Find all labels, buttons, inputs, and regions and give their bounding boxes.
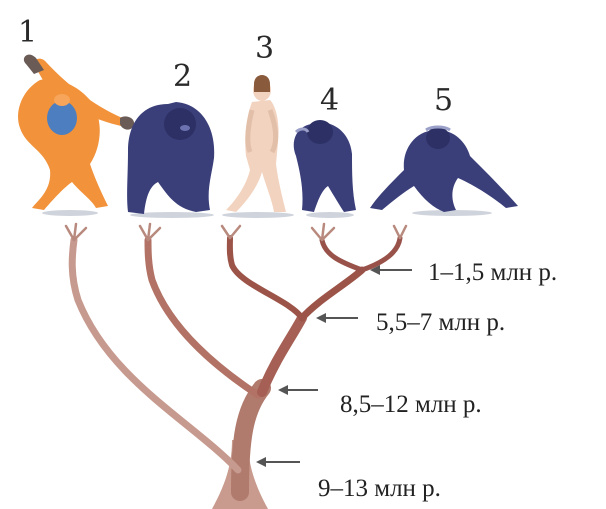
species-number-5: 5	[434, 83, 453, 118]
orangutan-icon	[18, 55, 134, 210]
human-icon	[226, 75, 286, 212]
phylogenetic-tree	[66, 224, 406, 509]
branch-tips	[66, 224, 406, 240]
bonobo-icon	[370, 127, 518, 212]
branch-hominini	[262, 318, 302, 392]
divergence-label-2: 5,5–7 млн р.	[376, 309, 505, 336]
arrow-icon	[278, 385, 318, 395]
branch-orangutan	[72, 240, 238, 470]
branch-pan	[302, 270, 362, 318]
divergence-label-4: 9–13 млн р.	[318, 475, 441, 502]
arrow-icon	[316, 313, 358, 323]
divergence-label-1: 1–1,5 млн р.	[428, 259, 557, 286]
species-number-4: 4	[320, 83, 339, 118]
ground-shadows	[42, 210, 492, 218]
branch-chimpanzee	[322, 240, 362, 270]
branch-human	[230, 238, 302, 318]
branch-gorilla	[148, 240, 258, 395]
arrow-icon	[256, 457, 300, 467]
divergence-label-3: 8,5–12 млн р.	[340, 391, 482, 418]
species-number-2: 2	[173, 59, 192, 94]
species-number-3: 3	[255, 31, 274, 66]
species-number-1: 1	[18, 15, 37, 50]
divergence-labels: 1–1,5 млн р. 5,5–7 млн р. 8,5–12 млн р. …	[318, 259, 557, 502]
gorilla-icon	[127, 102, 214, 214]
branch-bonobo	[362, 238, 400, 270]
chimpanzee-icon	[294, 120, 356, 212]
